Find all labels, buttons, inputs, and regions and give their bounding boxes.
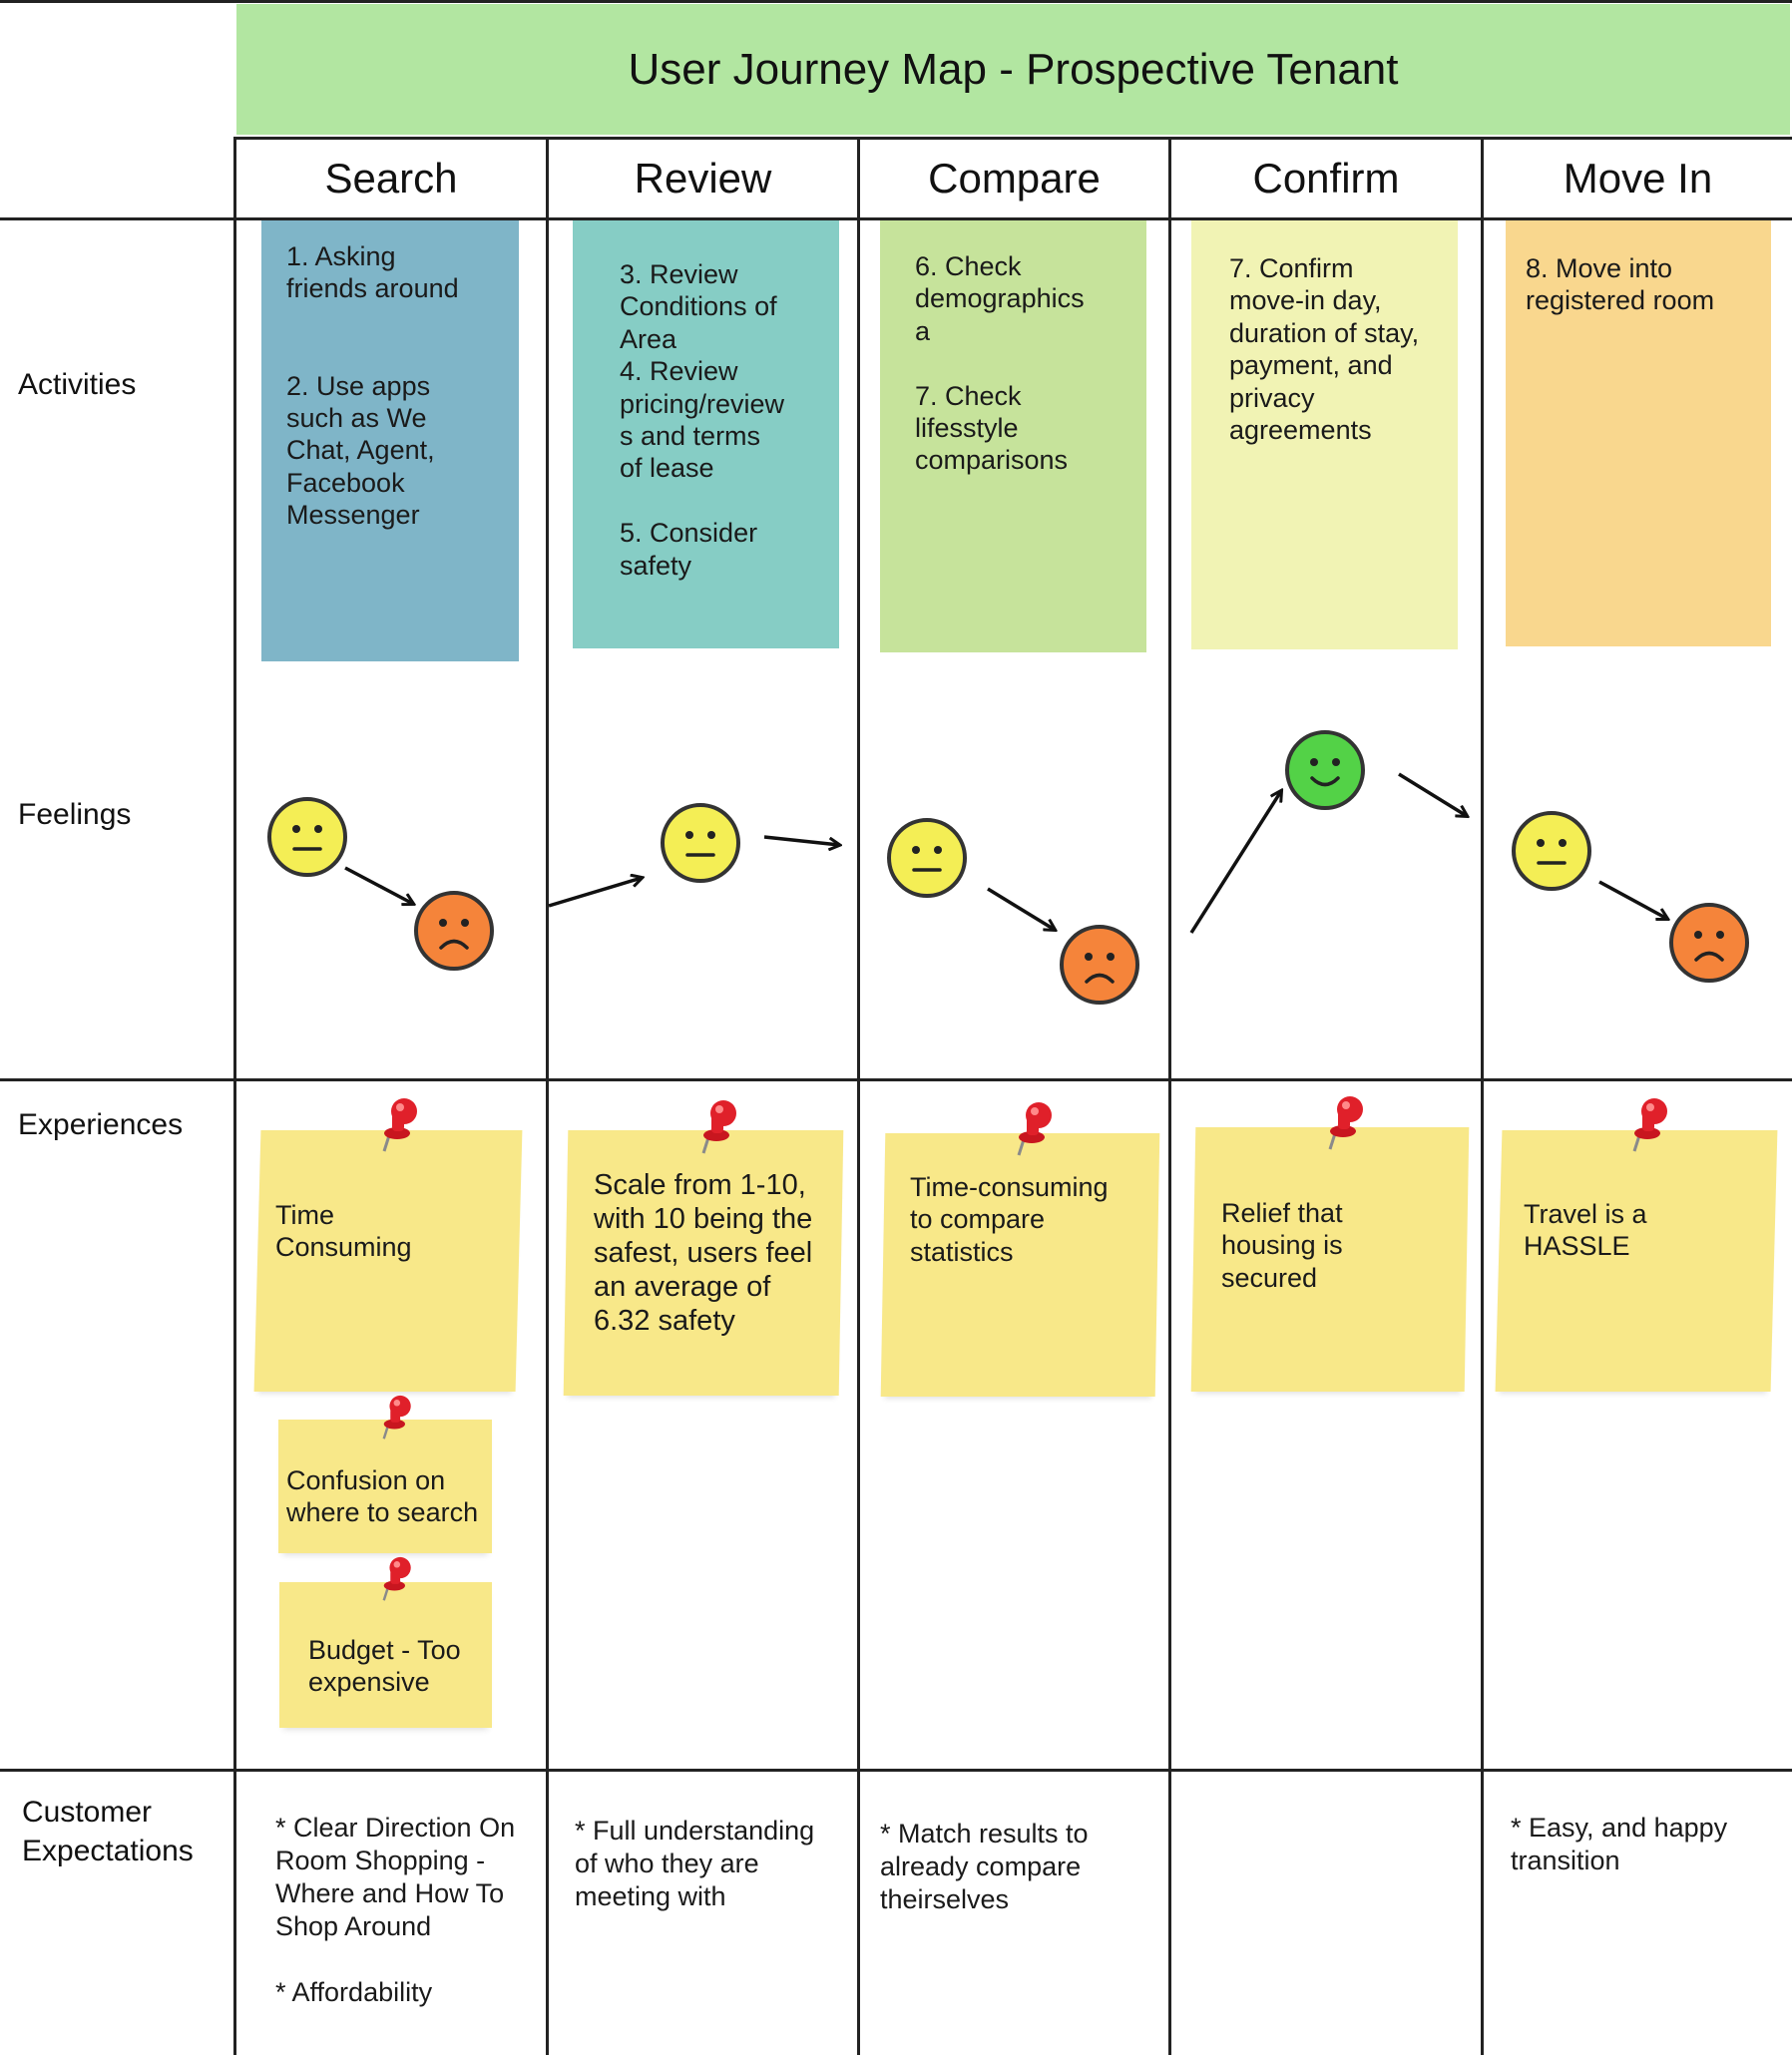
row-label-customer-expectations: Customer Expectations [22, 1796, 194, 1867]
col-divider-3 [1168, 137, 1171, 2055]
col-divider-2 [857, 137, 860, 2055]
expectation-search: * Clear Direction On Room Shopping - Whe… [275, 1813, 516, 2007]
expectation-move-in: * Easy, and happy transition [1511, 1813, 1728, 1875]
neutral-face-icon [661, 803, 740, 883]
pushpin-icon [382, 1098, 417, 1152]
experience-text-search-2: Confusion on where to search [286, 1465, 479, 1528]
feeling-arrow-review [763, 835, 839, 845]
experience-text-search-3: Budget - Too expensive [308, 1635, 461, 1698]
sad-face-icon [1060, 925, 1139, 1005]
experience-note-search-3 [279, 1582, 492, 1728]
feeling-arrow-search-to-review [548, 878, 642, 908]
col-divider-4 [1481, 137, 1484, 2055]
stage-header-top-line [235, 137, 1792, 140]
pushpin-icon [382, 1395, 411, 1439]
experience-text-confirm: Relief that housing is secured [1221, 1198, 1343, 1293]
experience-text-compare: Time-consuming to compare statistics [910, 1172, 1109, 1267]
pushpin-icon [1632, 1098, 1667, 1152]
activity-card-search: 1. Asking friends around 2. Use apps suc… [261, 220, 519, 661]
experiences-bottom-line [0, 1769, 1792, 1772]
map-title: User Journey Map - Prospective Tenant [236, 4, 1790, 135]
stage-review: Review [634, 155, 772, 202]
feeling-arrow-compare-to-confirm [1189, 791, 1281, 934]
feeling-arrow-confirm-to-move-in [1398, 772, 1467, 816]
experience-text-move-in: Travel is a HASSLE [1524, 1199, 1647, 1262]
neutral-face-icon [267, 797, 347, 877]
col-divider-1 [546, 137, 549, 2055]
feeling-faces [267, 730, 1749, 1005]
row-label-experiences: Experiences [18, 1108, 184, 1141]
pushpin-icon [701, 1100, 736, 1154]
stage-search: Search [324, 155, 458, 202]
neutral-face-icon [887, 818, 967, 898]
top-border [0, 0, 1792, 3]
pushpin-icon [382, 1556, 411, 1601]
feeling-arrow-compare [987, 887, 1055, 930]
stage-move-in: Move In [1563, 155, 1713, 202]
expectation-compare: * Match results to already compare their… [880, 1819, 1089, 1914]
stage-compare: Compare [928, 155, 1101, 202]
activity-card-confirm: 7. Confirm move-in day, duration of stay… [1191, 220, 1458, 649]
sad-face-icon [414, 891, 494, 971]
activity-card-move-in: 8. Move into registered room [1506, 220, 1771, 646]
feeling-arrow-search [344, 866, 413, 904]
feeling-arrow-move-in [1598, 880, 1667, 919]
pushpin-icon [1328, 1096, 1363, 1150]
experience-note-search-2 [278, 1420, 492, 1553]
stage-confirm: Confirm [1252, 155, 1400, 202]
neutral-face-icon [1512, 811, 1591, 891]
experience-text-search: Time Consuming [275, 1200, 412, 1263]
happy-face-icon [1285, 730, 1365, 810]
stage-header-bottom-line [0, 217, 1792, 220]
experience-text-review: Scale from 1-10, with 10 being the safes… [594, 1169, 813, 1337]
row-label-feelings: Feelings [18, 798, 132, 831]
feelings-bottom-line [0, 1078, 1792, 1081]
pushpin-icon [1017, 1102, 1052, 1156]
sad-face-icon [1669, 903, 1749, 983]
expectation-review: * Full understanding of who they are mee… [575, 1816, 815, 1911]
col-divider-0 [233, 137, 236, 2055]
row-label-activities: Activities [18, 368, 137, 401]
activity-card-review: 3. Review Conditions of Area 4. Review p… [573, 220, 839, 648]
activity-card-compare: 6. Check demographics a 7. Check lifesst… [880, 220, 1146, 652]
